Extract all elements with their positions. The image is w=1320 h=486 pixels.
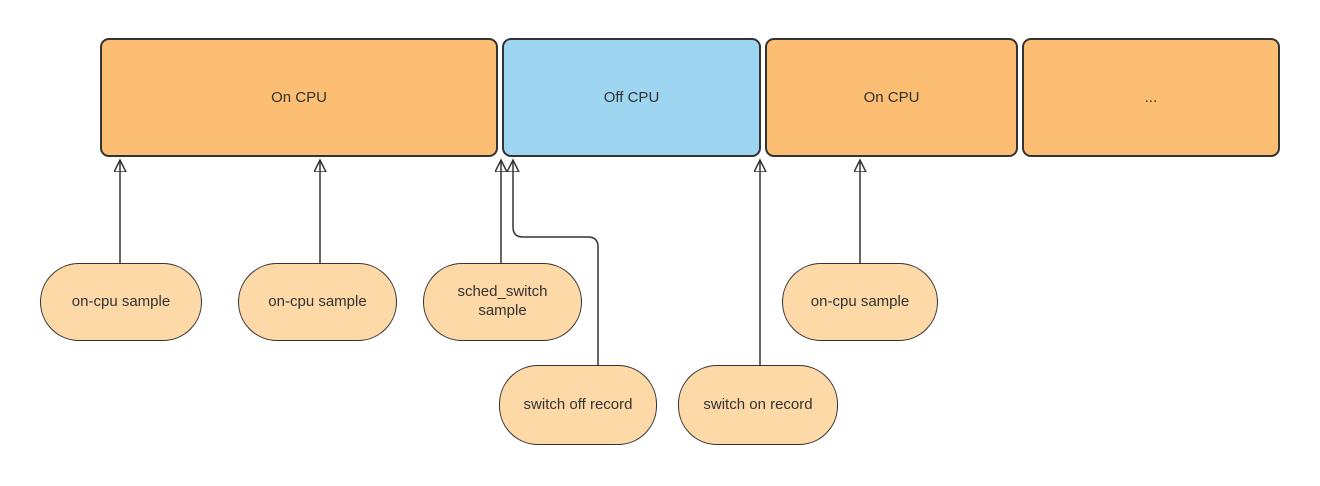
timeline-block-off-cpu: Off CPU — [502, 38, 761, 157]
annotation-label: switch off record — [523, 395, 633, 413]
annotation-sched-switch-sample: sched_switch sample — [423, 263, 582, 341]
timeline-block-ellipsis: ... — [1022, 38, 1280, 157]
annotation-on-cpu-sample-3: on-cpu sample — [782, 263, 938, 341]
annotation-switch-on-record: switch on record — [678, 365, 838, 445]
annotation-on-cpu-sample-2: on-cpu sample — [238, 263, 397, 341]
timeline-block-on-cpu-1: On CPU — [100, 38, 498, 157]
timeline-block-label: ... — [1144, 89, 1158, 106]
annotation-label: sched_switch sample — [457, 283, 548, 319]
annotation-label: on-cpu sample — [71, 292, 171, 310]
timeline-block-on-cpu-2: On CPU — [765, 38, 1018, 157]
timeline-block-label: On CPU — [863, 89, 920, 106]
annotation-switch-off-record: switch off record — [499, 365, 657, 445]
timeline-block-label: On CPU — [271, 89, 327, 106]
annotation-label: switch on record — [703, 395, 813, 413]
annotation-on-cpu-sample-1: on-cpu sample — [40, 263, 202, 341]
annotation-label: on-cpu sample — [268, 292, 367, 310]
annotation-label: on-cpu sample — [810, 292, 910, 310]
timeline-block-label: Off CPU — [603, 89, 660, 106]
